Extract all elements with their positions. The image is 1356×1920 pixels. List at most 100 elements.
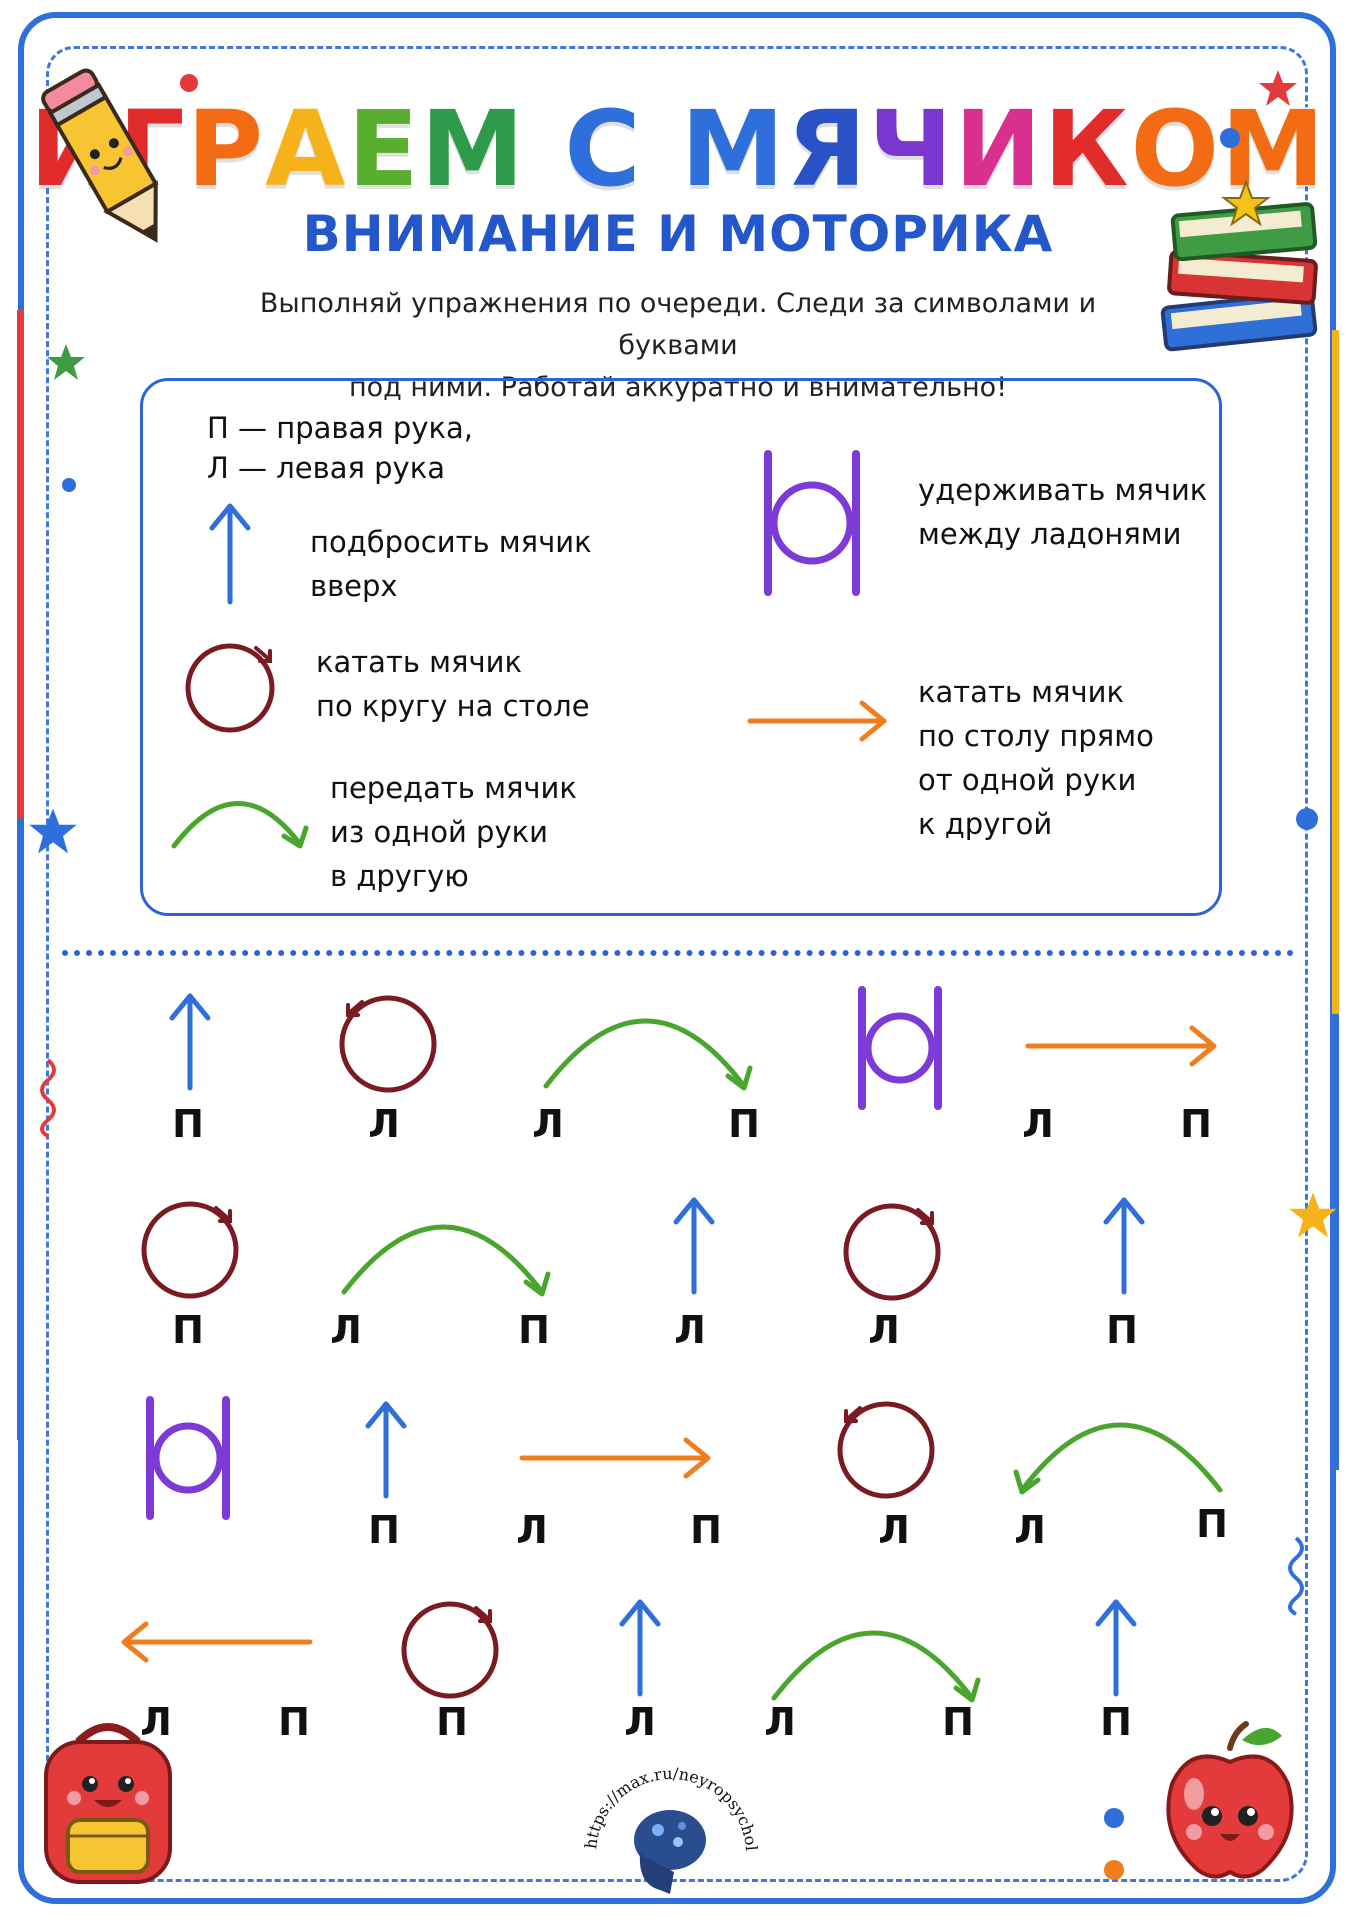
hand-label: П: [1180, 1102, 1212, 1146]
legend-roll-straight-line: к другой: [918, 807, 1053, 841]
hold-symbol: [862, 990, 938, 1106]
hand-label: Л: [764, 1700, 796, 1744]
star-icon: [1289, 1192, 1337, 1238]
hand-label: П: [172, 1308, 204, 1352]
instructions-line-1: Выполняй упражнения по очереди. Следи за…: [259, 288, 1097, 361]
roll-circle-symbol: [342, 998, 434, 1090]
legend-pass-ball: передать мячик из одной руки в другую: [330, 766, 577, 898]
legend-right-hand: П — правая рука,: [207, 411, 473, 445]
straight-arrow-symbol: [522, 1440, 708, 1476]
straight-arrow-icon: [747, 700, 887, 742]
decor-dot: [1296, 808, 1318, 830]
up-arrow-icon: [209, 503, 251, 605]
hand-label: П: [728, 1102, 760, 1146]
hand-label: П: [278, 1700, 310, 1744]
books-icon: [1160, 179, 1318, 352]
star-icon: [47, 344, 85, 380]
hand-label: П: [172, 1102, 204, 1146]
straight-arrow-symbol: [1028, 1028, 1214, 1064]
title-letter: М: [419, 87, 527, 212]
hand-label: П: [1196, 1502, 1228, 1546]
legend-hold-between-line: между ладонями: [918, 517, 1182, 551]
title-letter: Я: [785, 87, 869, 212]
decor-dot: [1104, 1860, 1124, 1880]
hand-label: Л: [140, 1700, 172, 1744]
pass-arc-symbol: [774, 1633, 978, 1700]
legend-roll-straight-line: по столу прямо: [918, 719, 1154, 753]
hold-between-palms-icon: [764, 450, 860, 596]
pass-arc-symbol: [546, 1021, 750, 1088]
backpack-icon: [44, 1723, 172, 1884]
hand-label: П: [368, 1508, 400, 1552]
star-icon: [29, 808, 77, 854]
roll-circle-symbol: [144, 1204, 236, 1296]
hand-label: П: [942, 1700, 974, 1744]
pencil-icon: [41, 68, 159, 243]
hand-label: Л: [330, 1308, 362, 1352]
roll-circle-symbol: [404, 1604, 496, 1696]
legend-roll-straight-line: катать мячик: [918, 675, 1124, 709]
section-divider: [62, 950, 1294, 956]
dashed-frame: [46, 46, 1308, 1882]
pass-arc-symbol: [1016, 1425, 1220, 1492]
pass-arc-icon: [171, 801, 309, 849]
hand-label: Л: [868, 1308, 900, 1352]
apple-icon: [1166, 1721, 1294, 1879]
straight-arrow-symbol: [124, 1624, 310, 1660]
roll-circle-symbol: [846, 1206, 938, 1298]
legend-roll-circle-line: катать мячик: [316, 645, 522, 679]
title-letter: Ч: [867, 87, 955, 212]
pass-arc-symbol: [344, 1227, 548, 1294]
title-letter: Е: [346, 87, 421, 212]
legend-pass-ball-line: в другую: [330, 859, 469, 893]
legend-hold-between-line: удерживать мячик: [918, 473, 1208, 507]
instructions-line-2: под ними. Работай аккуратно и внимательн…: [348, 372, 1008, 403]
instructions: Выполняй упражнения по очереди. Следи за…: [200, 283, 1156, 409]
hand-label: Л: [1014, 1508, 1046, 1552]
page-title: ИГРАЕМ С МЯЧИКОМ: [0, 87, 1356, 212]
star-icon: [1259, 70, 1297, 106]
legend-box: [140, 378, 1222, 916]
roll-circle-symbol: [840, 1404, 932, 1496]
up-arrow-symbol: [676, 1200, 712, 1292]
squiggle-icon: [40, 1058, 56, 1138]
title-letter: К: [1042, 87, 1131, 212]
hand-label: Л: [878, 1508, 910, 1552]
hand-label: Л: [624, 1700, 656, 1744]
hand-label: П: [1106, 1308, 1138, 1352]
left-stripe: [17, 310, 24, 1440]
legend-roll-circle-line: по кругу на столе: [316, 689, 590, 723]
decor-dot: [180, 74, 198, 92]
hand-label: П: [436, 1700, 468, 1744]
title-letter: О: [1129, 87, 1221, 212]
squiggle-icon: [1288, 1536, 1304, 1616]
legend-roll-circle: катать мячик по кругу на столе: [316, 640, 590, 728]
title-letter: М: [1220, 87, 1327, 212]
legend-left-hand: Л — левая рука: [207, 451, 446, 485]
legend-roll-straight-line: от одной руки: [918, 763, 1137, 797]
legend-roll-straight: катать мячик по столу прямо от одной рук…: [918, 670, 1154, 846]
decor-dot: [1104, 1808, 1124, 1828]
decor-dot: [62, 478, 76, 492]
up-arrow-symbol: [1106, 1200, 1142, 1292]
hand-label: Л: [674, 1308, 706, 1352]
hand-label: Л: [532, 1102, 564, 1146]
hand-label: П: [690, 1508, 722, 1552]
hold-symbol: [150, 1400, 226, 1516]
legend-toss-up: подбросить мячик вверх: [310, 520, 592, 608]
legend-pass-ball-line: из одной руки: [330, 815, 548, 849]
decor-dot: [1220, 128, 1240, 148]
hand-label: Л: [1022, 1102, 1054, 1146]
legend-hold-between: удерживать мячик между ладонями: [918, 468, 1207, 556]
up-arrow-symbol: [622, 1602, 658, 1694]
right-stripe: [1332, 330, 1339, 1470]
title-letter: И: [953, 87, 1044, 212]
title-letter: С: [563, 87, 643, 212]
title-letter: А: [264, 87, 348, 212]
hand-label: П: [1100, 1700, 1132, 1744]
legend-toss-up-line: подбросить мячик: [310, 525, 592, 559]
page-subtitle: ВНИМАНИЕ И МОТОРИКА: [302, 205, 1054, 263]
hand-label: Л: [368, 1102, 400, 1146]
legend-pass-ball-line: передать мячик: [330, 771, 577, 805]
